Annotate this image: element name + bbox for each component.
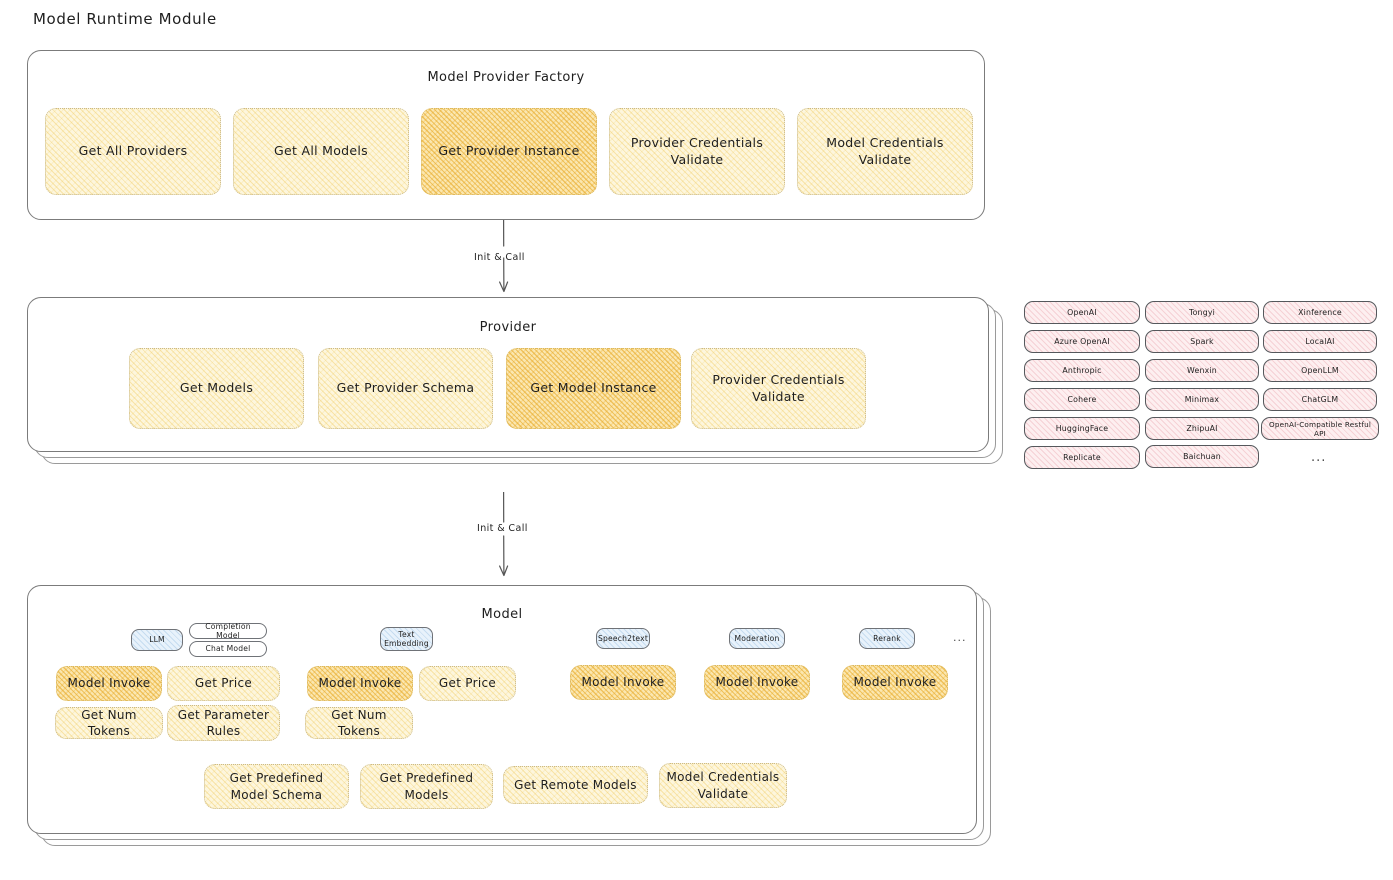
factory-title: Model Provider Factory [427,70,585,85]
model-type-chip-llm[interactable]: LLM [131,629,183,651]
provider-chip-minimax[interactable]: Minimax [1145,388,1259,411]
model-method-llm-get-num-tokens[interactable]: Get Num Tokens [55,707,163,739]
factory-box-get-all-models[interactable]: Get All Models [233,108,409,195]
provider-chip-localai[interactable]: LocalAI [1263,330,1377,353]
arrow-label-init-call-2: Init & Call [477,523,528,534]
model-type-chip-moderation[interactable]: Moderation [729,628,785,649]
model-subchip-chat-model[interactable]: Chat Model [189,641,267,657]
provider-chip-replicate[interactable]: Replicate [1024,446,1140,469]
model-method-text-embedding-model-invoke[interactable]: Model Invoke [307,666,413,701]
provider-chip-cohere[interactable]: Cohere [1024,388,1140,411]
provider-chip-xinference[interactable]: Xinference [1263,301,1377,324]
model-method-moderation-model-invoke[interactable]: Model Invoke [704,665,810,700]
model-type-chip-speech2text[interactable]: Speech2text [596,628,650,649]
provider-box-get-provider-schema[interactable]: Get Provider Schema [318,348,493,429]
model-shared-model-credentials-validate[interactable]: Model Credentials Validate [659,763,787,808]
model-method-rerank-model-invoke[interactable]: Model Invoke [842,665,948,700]
panel-provider: Provider Get Models Get Provider Schema … [27,297,989,452]
model-method-llm-get-price[interactable]: Get Price [167,666,280,701]
provider-box-provider-credentials-validate[interactable]: Provider Credentials Validate [691,348,866,429]
provider-chip-openllm[interactable]: OpenLLM [1263,359,1377,382]
factory-box-model-credentials-validate[interactable]: Model Credentials Validate [797,108,973,195]
panel-model: Model LLM Completion Model Chat Model Mo… [27,585,977,834]
model-shared-get-predefined-models[interactable]: Get Predefined Models [360,764,493,809]
factory-box-get-all-providers[interactable]: Get All Providers [45,108,221,195]
model-type-chip-text-embedding[interactable]: Text Embedding [380,627,433,651]
provider-chip-openai-compatible-restful-api[interactable]: OpenAI-Compatible Restful API [1261,417,1379,440]
model-types-more-indicator: ... [953,631,967,644]
model-title: Model [481,607,523,622]
provider-list-more-indicator: ... [1311,450,1327,465]
model-method-text-embedding-get-num-tokens[interactable]: Get Num Tokens [305,707,413,739]
provider-chip-anthropic[interactable]: Anthropic [1024,359,1140,382]
provider-chip-baichuan[interactable]: Baichuan [1145,445,1259,468]
panel-model-provider-factory: Model Provider Factory Get All Providers… [27,50,985,220]
arrow-label-init-call-1: Init & Call [474,252,525,263]
model-subchip-completion-model[interactable]: Completion Model [189,622,267,640]
model-method-speech2text-model-invoke[interactable]: Model Invoke [570,665,676,700]
provider-chip-azure-openai[interactable]: Azure OpenAI [1024,330,1140,353]
model-type-chip-rerank[interactable]: Rerank [859,628,915,649]
arrow-factory-to-provider [494,220,514,300]
provider-title: Provider [479,320,537,335]
provider-box-get-models[interactable]: Get Models [129,348,304,429]
provider-chip-spark[interactable]: Spark [1145,330,1259,353]
provider-box-get-model-instance[interactable]: Get Model Instance [506,348,681,429]
provider-chip-zhipuai[interactable]: ZhipuAI [1145,417,1259,440]
model-method-llm-model-invoke[interactable]: Model Invoke [56,666,162,701]
factory-box-provider-credentials-validate[interactable]: Provider Credentials Validate [609,108,785,195]
factory-box-get-provider-instance[interactable]: Get Provider Instance [421,108,597,195]
page-title: Model Runtime Module [33,10,217,28]
provider-chip-huggingface[interactable]: HuggingFace [1024,417,1140,440]
provider-chip-openai[interactable]: OpenAI [1024,301,1140,324]
model-shared-get-predefined-model-schema[interactable]: Get Predefined Model Schema [204,764,349,809]
arrow-provider-to-model [494,492,514,584]
provider-chip-chatglm[interactable]: ChatGLM [1263,388,1377,411]
provider-chip-tongyi[interactable]: Tongyi [1145,301,1259,324]
model-method-llm-get-parameter-rules[interactable]: Get Parameter Rules [167,705,280,741]
model-shared-get-remote-models[interactable]: Get Remote Models [503,766,648,804]
provider-chip-wenxin[interactable]: Wenxin [1145,359,1259,382]
model-method-text-embedding-get-price[interactable]: Get Price [419,666,516,701]
